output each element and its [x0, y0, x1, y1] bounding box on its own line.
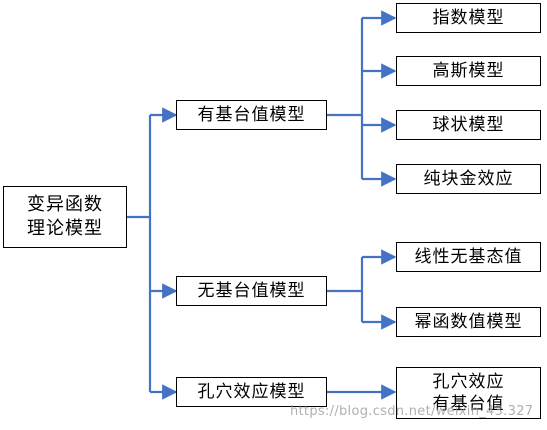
root-label-line2: 理论模型	[27, 218, 103, 239]
node-without-nugget-model: 无基台值模型	[176, 276, 327, 306]
node-label: 无基台值模型	[197, 280, 306, 301]
leaf-label-line2: 有基台值	[432, 394, 505, 414]
leaf-gaussian-model: 高斯模型	[396, 56, 541, 86]
leaf-label: 线性无基态值	[414, 246, 523, 267]
root-node: 变异函数 理论模型	[3, 186, 127, 248]
node-with-nugget-model: 有基台值模型	[176, 100, 327, 130]
leaf-label-line1: 孔穴效应	[432, 372, 505, 392]
leaf-power-function-model: 幂函数值模型	[396, 307, 541, 337]
node-label: 孔穴效应模型	[197, 381, 306, 402]
leaf-label: 纯块金效应	[423, 168, 514, 189]
leaf-label: 指数模型	[432, 7, 505, 28]
leaf-pure-nugget-effect: 纯块金效应	[396, 164, 541, 194]
leaf-hole-effect-with-sill: 孔穴效应 有基台值	[396, 367, 541, 419]
leaf-spherical-model: 球状模型	[396, 110, 541, 140]
leaf-label: 幂函数值模型	[414, 311, 523, 332]
node-hole-effect-model: 孔穴效应模型	[176, 377, 327, 407]
leaf-exponential-model: 指数模型	[396, 3, 541, 33]
watermark-text: https://blog.csdn.net/weixin_43.327	[290, 404, 534, 419]
leaf-linear-no-sill: 线性无基态值	[396, 242, 541, 272]
root-label-line1: 变异函数	[27, 194, 103, 215]
node-label: 有基台值模型	[197, 104, 306, 125]
leaf-label: 高斯模型	[432, 60, 505, 81]
leaf-label: 球状模型	[432, 114, 505, 135]
